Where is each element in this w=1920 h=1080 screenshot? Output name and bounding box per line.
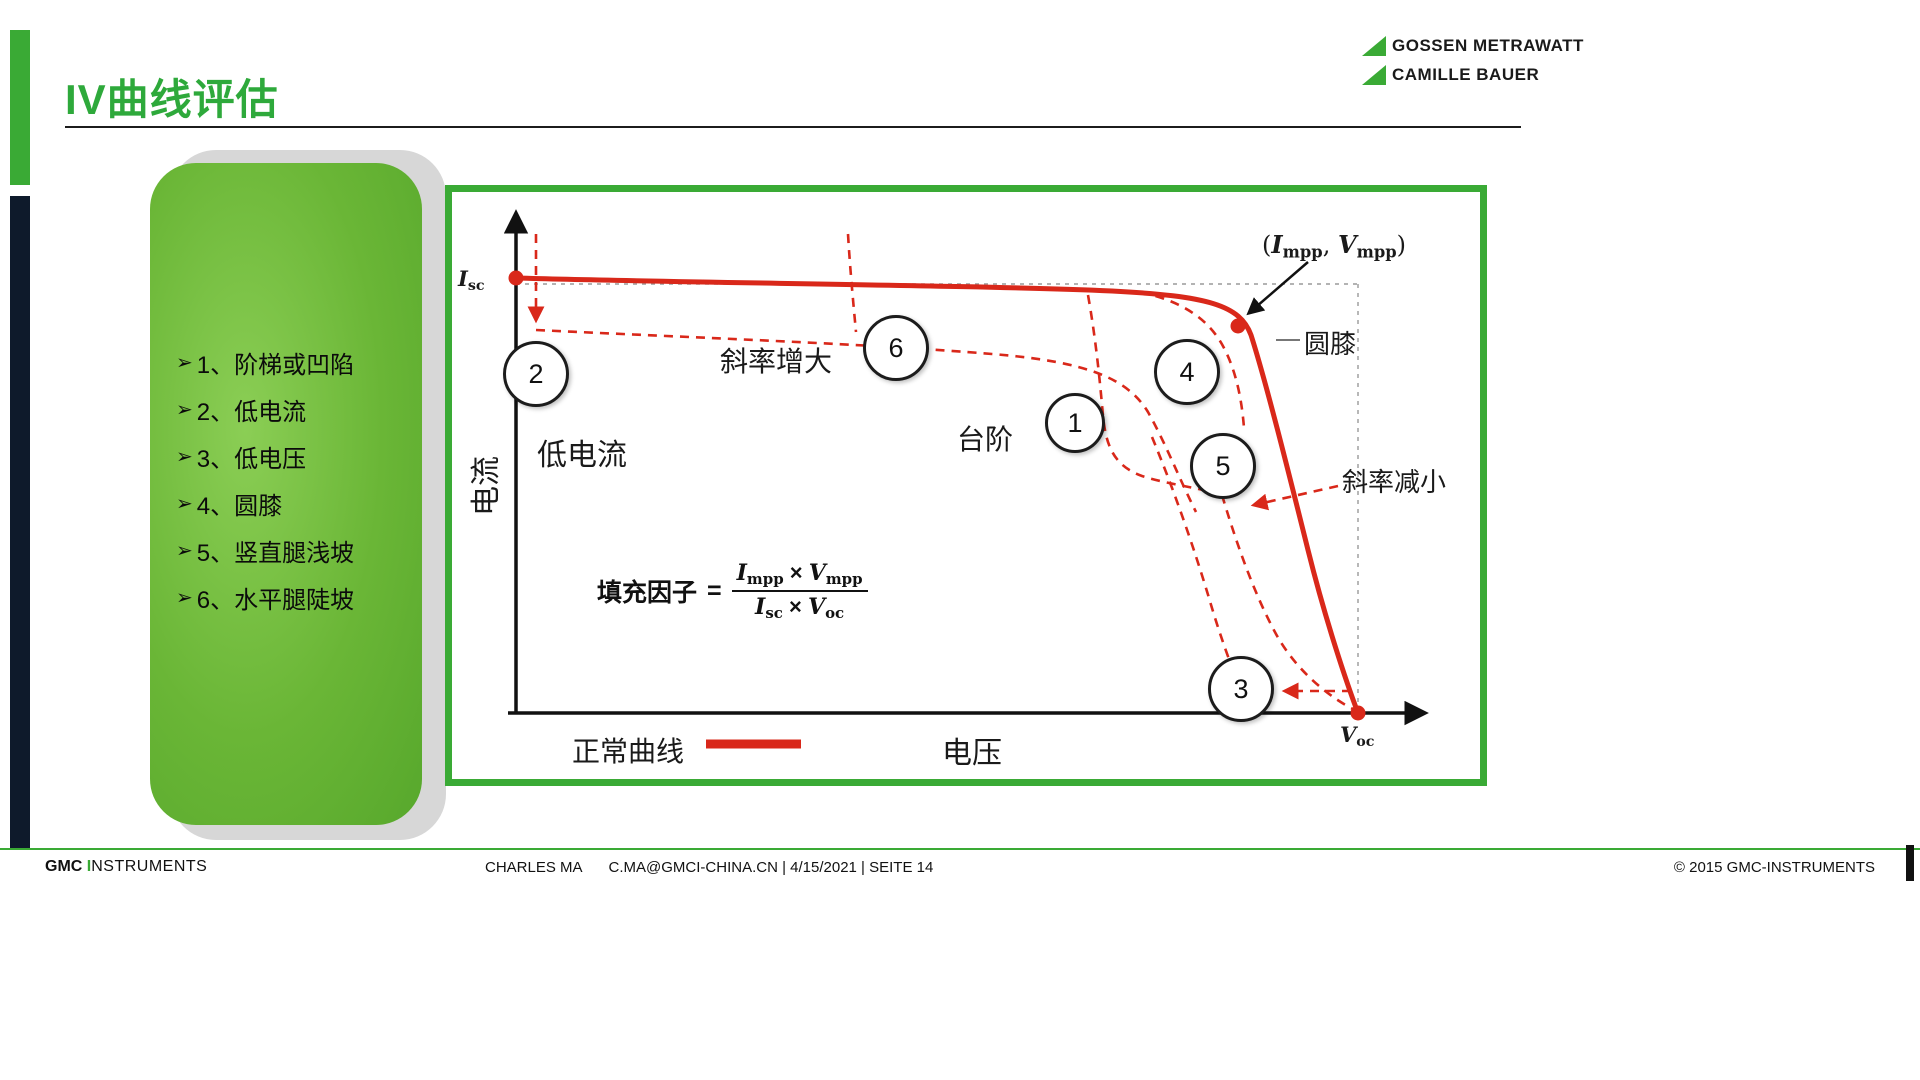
logo-gossen-metrawatt: GOSSEN METRAWATT [1362, 36, 1584, 56]
mpp-point [1230, 318, 1246, 334]
annotation-round-knee: 圆膝 [1304, 329, 1357, 359]
legend-label: 正常曲线 [572, 736, 685, 767]
bullet-icon: ➢ [176, 352, 193, 374]
footer-brand-rest: NSTRUMENTS [91, 858, 208, 875]
bullet-icon: ➢ [176, 540, 193, 562]
bullet-icon: ➢ [176, 587, 193, 609]
footer-copyright: © 2015 GMC-INSTRUMENTS [1673, 859, 1875, 876]
defect-list-item: ➢1、阶梯或凹陷 [176, 339, 354, 386]
formula-label: 填充因子 [597, 579, 698, 608]
marker-circle-1: 1 [1045, 393, 1105, 453]
annotation-step: 台阶 [957, 424, 1014, 455]
bullet-icon: ➢ [176, 399, 193, 421]
dashed-round-knee-curve [1139, 290, 1246, 429]
left-accent-bar-navy [10, 196, 30, 850]
logo-camille-bauer: CAMILLE BAUER [1362, 65, 1584, 85]
defect-list-item: ➢2、低电流 [176, 386, 354, 433]
defect-list-item: ➢5、竖直腿浅坡 [176, 527, 354, 574]
dashed-low-current-curve [535, 328, 1198, 513]
isc-label: Isc [458, 266, 485, 294]
defect-item-label: 4、圆膝 [196, 493, 283, 520]
defect-list: ➢1、阶梯或凹陷 ➢2、低电流 ➢3、低电压 ➢4、圆膝 ➢5、竖直腿浅坡 ➢6… [176, 339, 354, 621]
footer-brand-gmc: GMC [45, 858, 83, 875]
voc-label: Voc [1340, 722, 1375, 750]
page-title: IV曲线评估 [65, 76, 279, 123]
annotation-low-current: 低电流 [537, 439, 627, 472]
bullet-icon: ➢ [176, 493, 193, 515]
annotation-slope-increase: 斜率增大 [720, 346, 833, 377]
annotation-slope-decrease: 斜率减小 [1342, 467, 1447, 497]
formula-numerator: Impp × Vmpp [731, 560, 868, 593]
formula-denominator: Isc × Voc [755, 594, 845, 623]
dashed-shallow-leg-curve [1220, 494, 1356, 712]
defect-list-item: ➢4、圆膝 [176, 480, 354, 527]
marker-circle-3: 3 [1208, 656, 1274, 722]
footer-author: CHARLES MA [485, 859, 583, 876]
defect-item-label: 5、竖直腿浅坡 [196, 540, 355, 567]
mpp-annotation-arrow [1246, 261, 1309, 316]
slide-edge-mark [1906, 845, 1914, 881]
formula-fraction: Impp × Vmpp Isc × Voc [731, 560, 868, 623]
defect-item-label: 6、水平腿陡坡 [196, 587, 355, 614]
isc-point [508, 270, 524, 286]
iv-curve-chart: 电流 电压 Isc Voc (Impp, Vmpp) 低电流 斜率增大 台阶 圆… [445, 185, 1487, 786]
footer-contact: C.MA@GMCI-CHINA.CN | 4/15/2021 | SEITE 1… [608, 859, 934, 876]
defect-list-item: ➢3、低电压 [176, 433, 354, 480]
defect-item-label: 1、阶梯或凹陷 [196, 352, 355, 379]
mpp-label: (Impp, Vmpp) [1262, 230, 1407, 262]
fill-factor-formula: 填充因子 = Impp × Vmpp Isc × Voc [597, 560, 868, 622]
normal-iv-curve [513, 275, 1361, 716]
logo-text: CAMILLE BAUER [1392, 65, 1540, 84]
defect-list-item: ➢6、水平腿陡坡 [176, 574, 354, 621]
marker-circle-2: 2 [503, 341, 569, 407]
x-axis-label: 电压 [942, 737, 1002, 770]
footer-brand-i: I [86, 858, 92, 875]
footer-brand: GMC INSTRUMENTS [45, 858, 207, 876]
dashed-slope-decrease-arrow [1250, 484, 1339, 511]
defect-item-label: 2、低电流 [196, 399, 307, 426]
footer-divider [0, 848, 1920, 850]
footer: GMC INSTRUMENTS CHARLES MA C.MA@GMCI-CHI… [0, 854, 1920, 884]
marker-circle-5: 5 [1190, 433, 1256, 499]
defect-item-label: 3、低电压 [196, 446, 307, 473]
title-underline [65, 126, 1521, 128]
marker-circle-6: 6 [863, 315, 929, 381]
formula-equals: = [707, 576, 722, 605]
marker-circle-4: 4 [1154, 339, 1220, 405]
logo-triangle-icon [1362, 36, 1386, 56]
brand-logos: GOSSEN METRAWATT CAMILLE BAUER [1362, 36, 1584, 94]
defect-panel: ➢1、阶梯或凹陷 ➢2、低电流 ➢3、低电压 ➢4、圆膝 ➢5、竖直腿浅坡 ➢6… [150, 163, 422, 825]
footer-center: CHARLES MA C.MA@GMCI-CHINA.CN | 4/15/202… [485, 859, 933, 876]
left-accent-bar-green [10, 30, 30, 185]
bullet-icon: ➢ [176, 446, 193, 468]
voc-point [1350, 705, 1366, 721]
iv-curve-svg [503, 209, 1429, 749]
y-axis-label: 电流 [470, 456, 503, 516]
iv-curve-plot-area: 电流 电压 Isc Voc (Impp, Vmpp) 低电流 斜率增大 台阶 圆… [452, 192, 1480, 779]
logo-triangle-icon [1362, 65, 1386, 85]
logo-text: GOSSEN METRAWATT [1392, 36, 1584, 55]
